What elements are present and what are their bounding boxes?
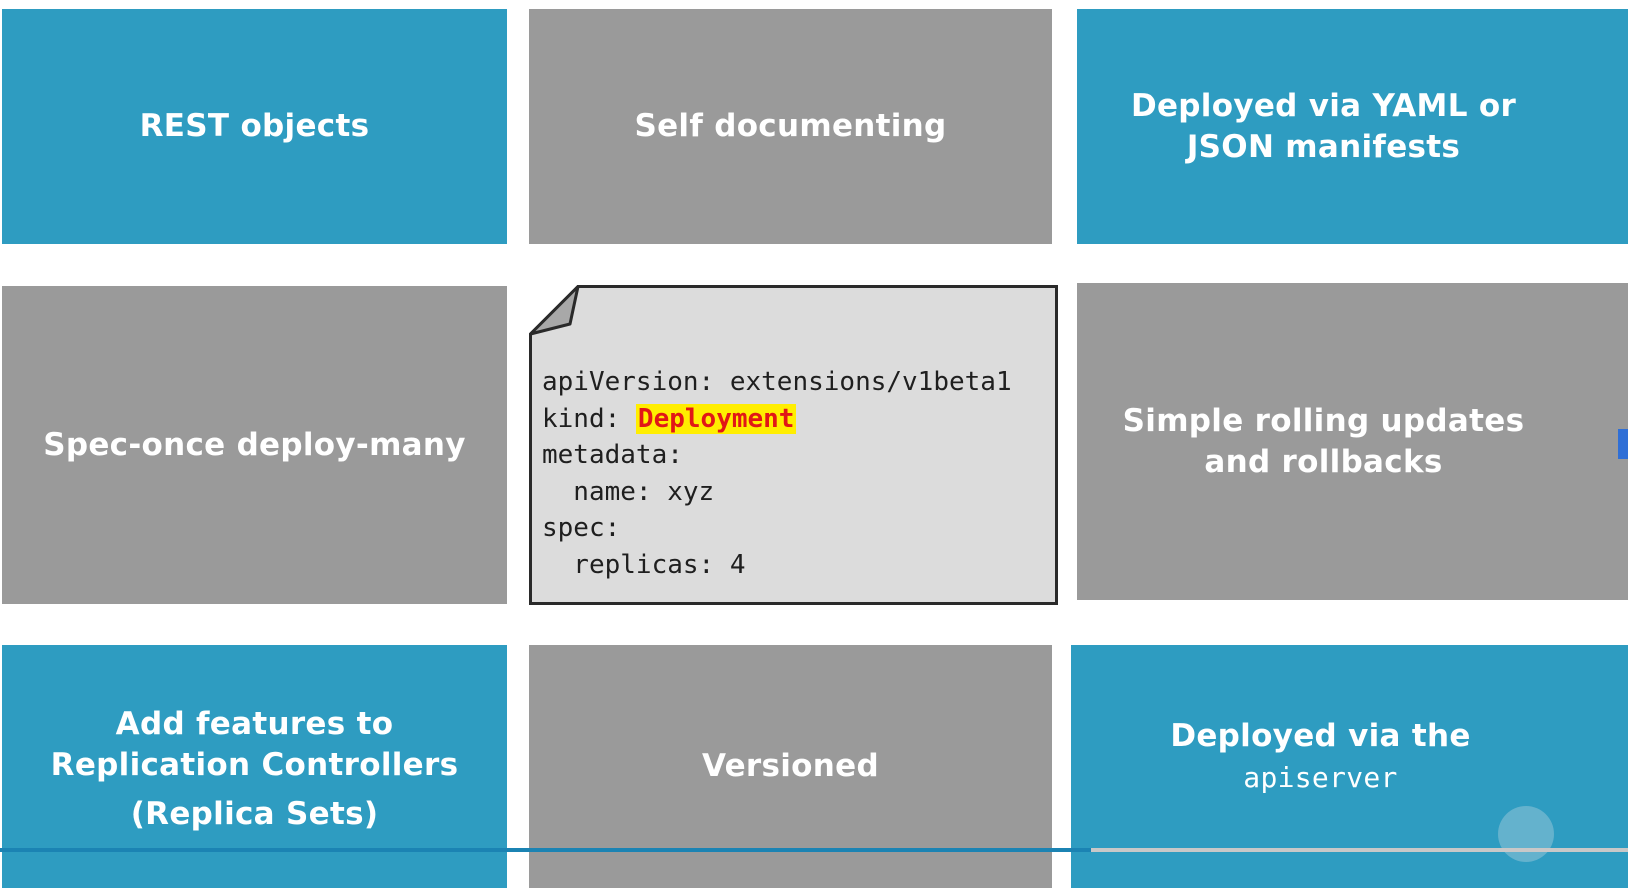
manifest-line-name: name: xyz [542, 476, 715, 507]
tile-rolling-updates-line2: and rollbacks [1204, 443, 1443, 480]
tile-add-features: Add features to Replication Controllers … [2, 645, 507, 888]
document-page-icon [529, 285, 1058, 605]
tile-deployed-yaml-line2: JSON manifests [1186, 128, 1461, 165]
manifest-line-metadata: metadata: [542, 440, 683, 470]
tile-deployed-apiserver-line2: apiserver [1243, 760, 1398, 794]
video-progress-fill [0, 848, 1091, 852]
tile-self-documenting-label: Self documenting [634, 108, 947, 144]
tile-deployed-apiserver: Deployed via the apiserver [1071, 645, 1628, 888]
manifest-line-replicas: replicas: 4 [542, 549, 746, 580]
tile-rest-objects-label: REST objects [139, 108, 370, 144]
tile-rest-objects: REST objects [2, 9, 507, 244]
tile-deployed-yaml-line1: Deployed via YAML or [1130, 87, 1517, 124]
tile-spec-once: Spec-once deploy-many [2, 286, 507, 604]
manifest-kind-highlight: Deployment [635, 403, 797, 434]
tile-versioned: Versioned [529, 645, 1052, 888]
tile-spec-once-label: Spec-once deploy-many [43, 426, 466, 463]
tile-add-features-line3: (Replica Sets) [130, 796, 379, 832]
manifest-line-spec: spec: [542, 513, 621, 543]
tile-rolling-updates-line1: Simple rolling updates [1122, 402, 1525, 439]
tile-deployed-yaml: Deployed via YAML or JSON manifests [1077, 9, 1628, 244]
edge-tab-marker[interactable] [1618, 429, 1628, 459]
tile-deployed-apiserver-line1: Deployed via the [1170, 717, 1471, 754]
player-corner-button[interactable] [1498, 806, 1554, 862]
tile-self-documenting: Self documenting [529, 9, 1052, 244]
manifest-line-apiversion: apiVersion: extensions/v1beta1 [542, 367, 1012, 397]
video-progress-bar[interactable] [0, 848, 1628, 852]
tile-add-features-line1: Add features to [115, 706, 394, 742]
manifest-code: apiVersion: extensions/v1beta1 kind: Dep… [542, 364, 1012, 583]
manifest-document: apiVersion: extensions/v1beta1 kind: Dep… [529, 285, 1058, 605]
tile-versioned-label: Versioned [702, 748, 879, 784]
manifest-line-kind-prefix: kind: [542, 403, 636, 434]
tile-rolling-updates: Simple rolling updates and rollbacks [1077, 283, 1628, 600]
tile-add-features-line2: Replication Controllers [50, 747, 459, 783]
